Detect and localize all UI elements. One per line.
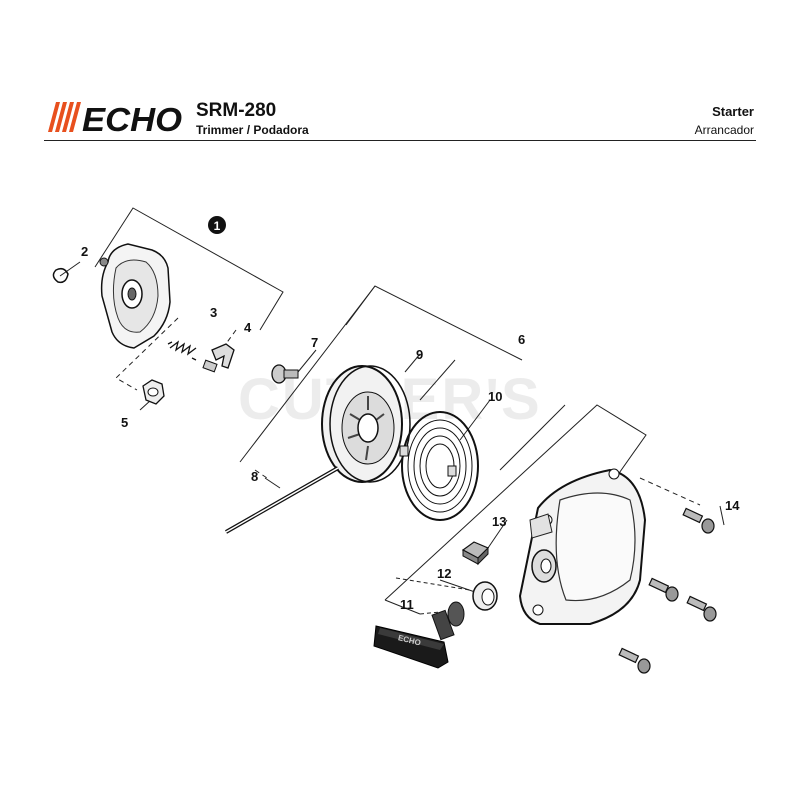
leader-group-1 <box>94 207 284 331</box>
callout-5: 5 <box>121 415 128 430</box>
callout-1: 1 <box>214 219 221 233</box>
screw-2 <box>648 577 679 602</box>
part-starter-handle: ECHO <box>373 601 465 669</box>
part-bushing <box>461 541 490 566</box>
part-grommet <box>472 581 498 611</box>
callout-14: 14 <box>725 498 740 513</box>
callout-2: 2 <box>81 244 88 259</box>
screw-4 <box>618 647 651 674</box>
callout-12: 12 <box>437 566 451 581</box>
callout-11: 11 <box>400 597 414 612</box>
model-subtitle: Trimmer / Podadora <box>196 123 309 137</box>
part-nut <box>142 379 165 405</box>
part-e-clip <box>52 267 69 284</box>
callout-6: 6 <box>518 332 525 347</box>
part-reel <box>321 365 411 483</box>
part-starter-housing <box>518 468 647 625</box>
part-pawl <box>202 343 235 373</box>
callout-1-badge <box>208 216 226 234</box>
logo-wordmark: ECHO <box>82 101 182 134</box>
part-spring <box>167 340 197 361</box>
part-bolt <box>271 364 299 384</box>
callout-8: 8 <box>251 469 258 484</box>
callout-10: 10 <box>488 389 502 404</box>
model-number: SRM-280 <box>196 100 277 121</box>
header-rule <box>44 140 756 141</box>
callout-9: 9 <box>416 347 423 362</box>
screw-3 <box>686 595 717 622</box>
part-starter-plate <box>99 243 171 349</box>
callout-4: 4 <box>244 320 252 335</box>
leader-group-12 <box>384 404 647 601</box>
echo-logo: ECHO <box>48 101 182 134</box>
section-title-es: Arrancador <box>694 123 754 137</box>
callout-3: 3 <box>210 305 217 320</box>
callout-13: 13 <box>492 514 506 529</box>
section-title: Starter <box>712 104 754 119</box>
callout-7: 7 <box>311 335 318 350</box>
part-rope <box>225 466 339 534</box>
part-recoil-spring <box>399 411 479 521</box>
screw-1 <box>682 507 715 534</box>
part-screws <box>618 507 717 674</box>
